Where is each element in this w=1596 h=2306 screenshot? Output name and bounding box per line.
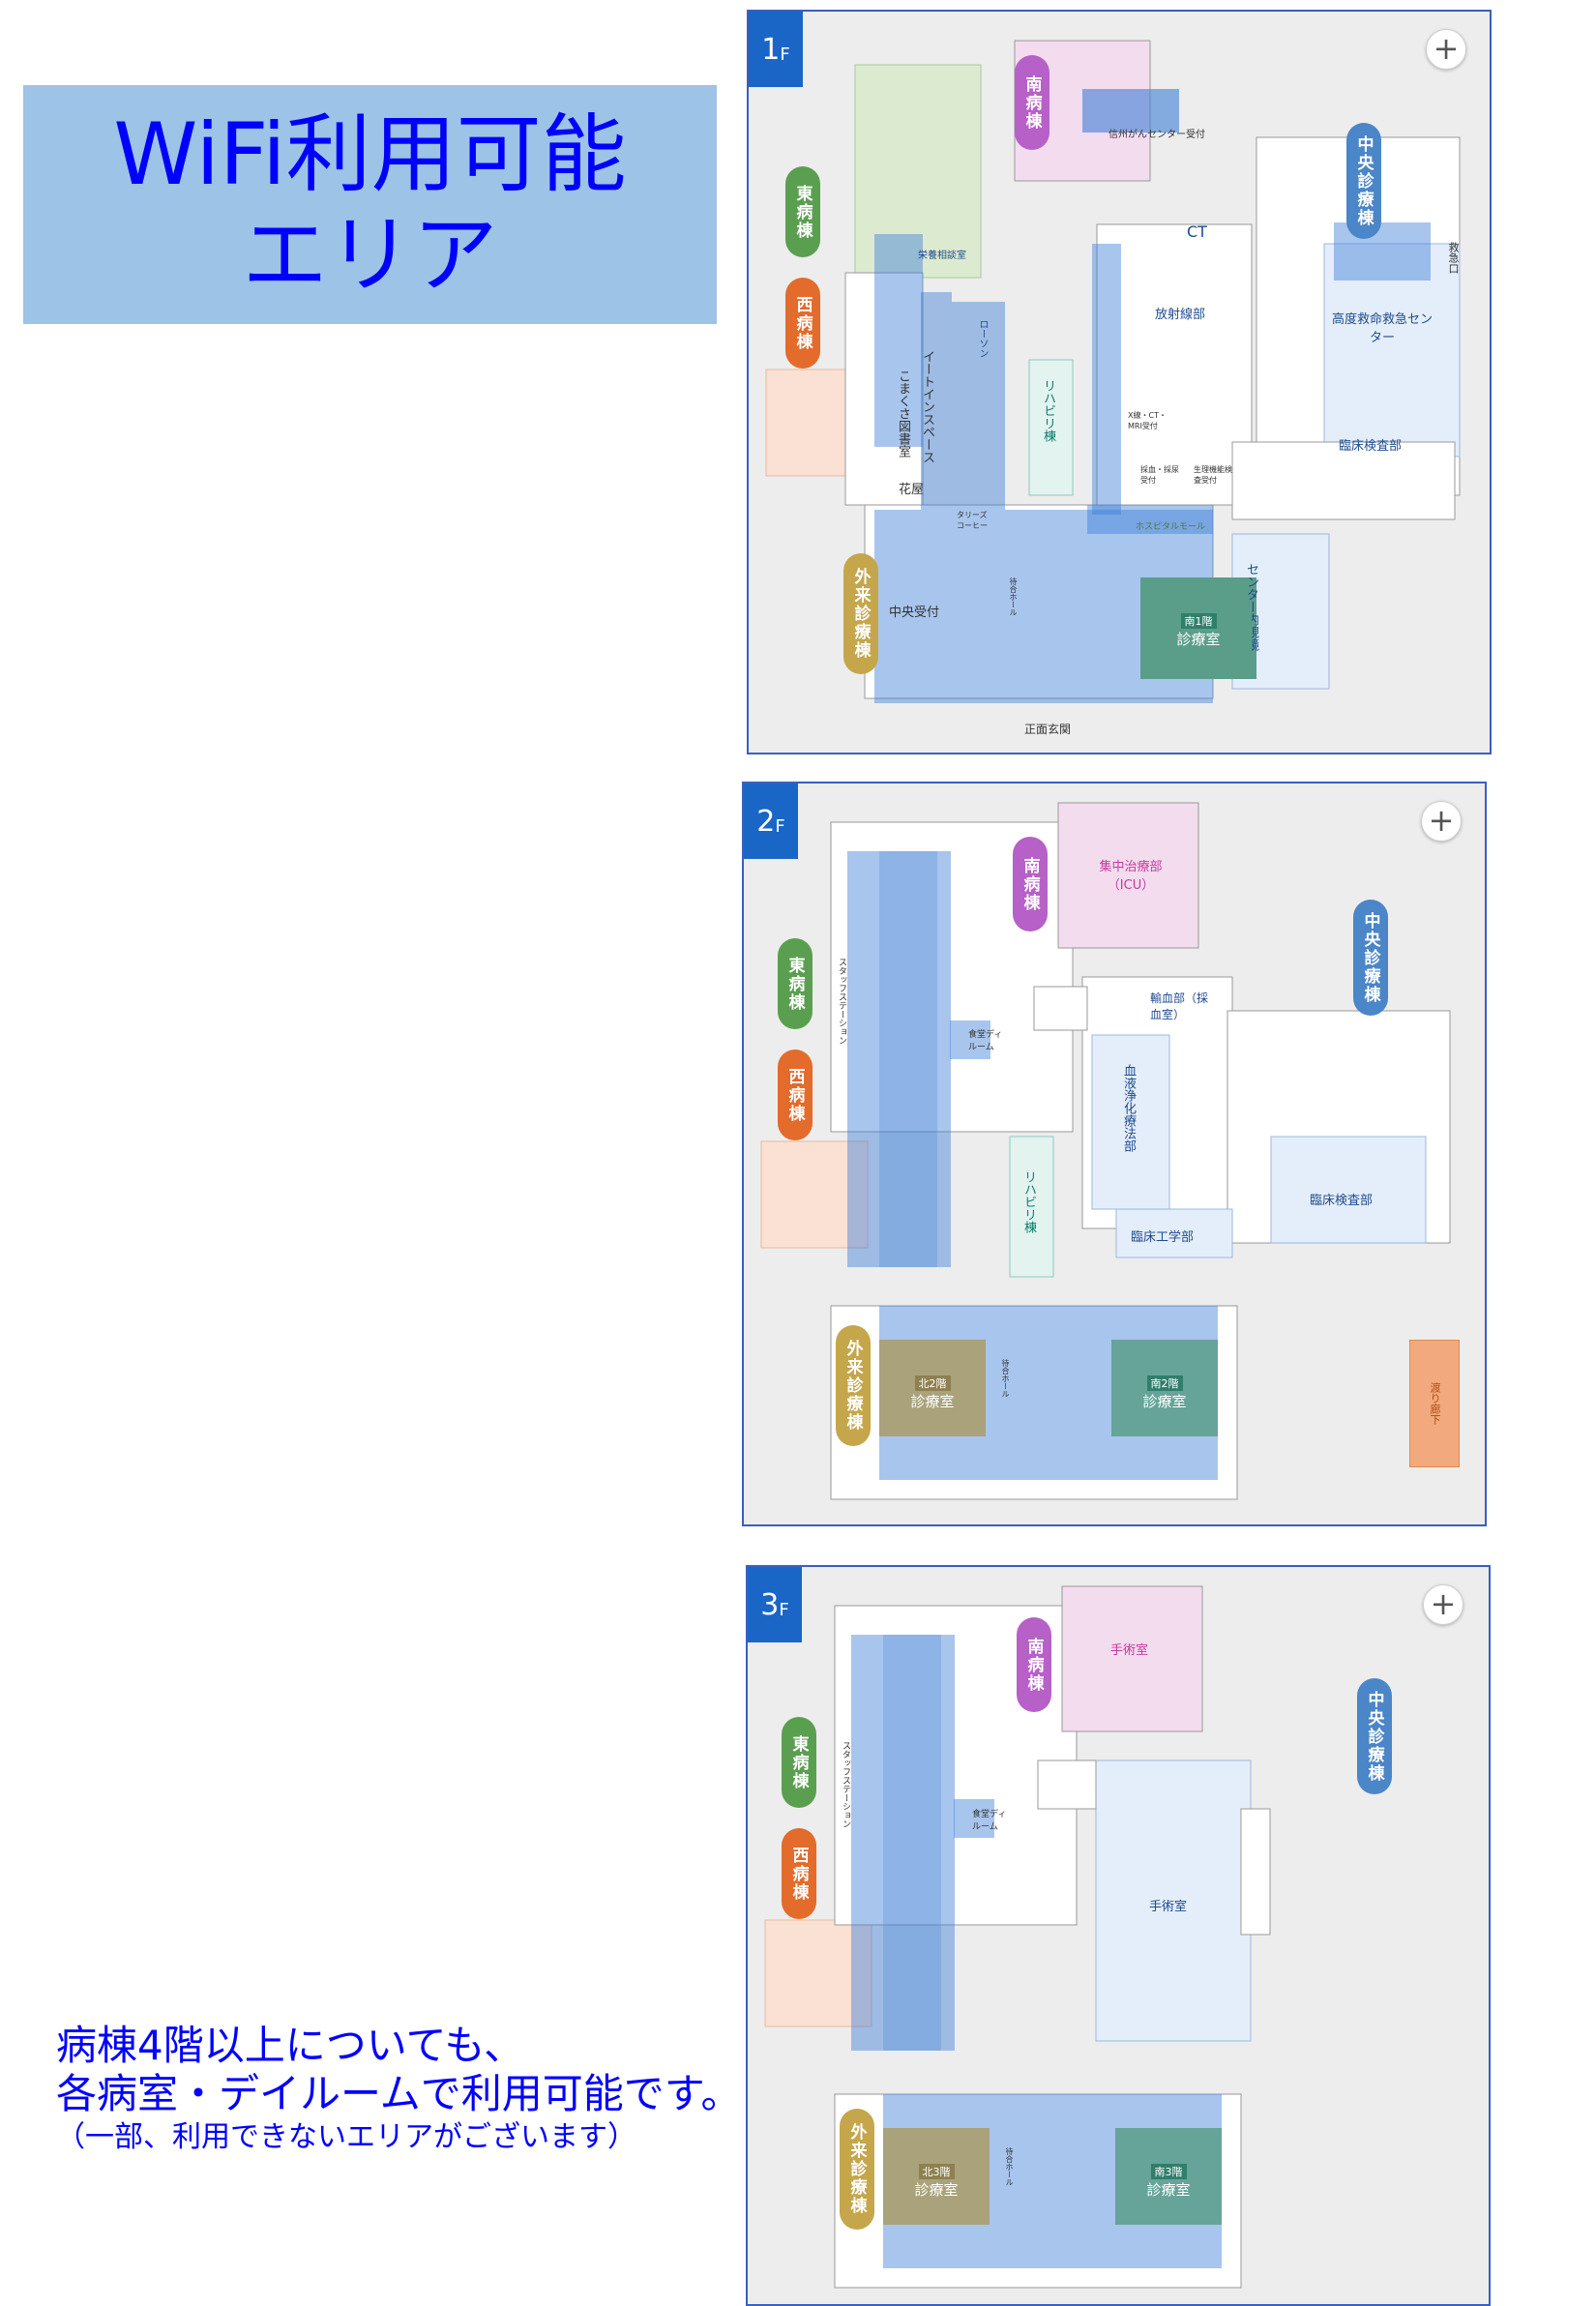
room-physio: 生理機能検査受付 [1194, 465, 1232, 485]
building-outpatient-1f: 外来診療棟 [843, 553, 878, 674]
room-bridge: 渡り廊下 [1409, 1340, 1460, 1467]
room-waiting-1f: 待合ホール [1009, 577, 1018, 616]
room-north-clinic-2f: 北2階 診療室 [910, 1375, 955, 1410]
room-lawson: ローソン [977, 319, 988, 358]
room-staff-2f: スタッフステーション [837, 958, 846, 1045]
note-line-2: 各病室・デイルームで利用可能です。 [56, 2070, 742, 2117]
room-icu: 集中治療部（ICU） [1099, 860, 1163, 893]
title-box: WiFi利用可能 エリア [23, 85, 717, 324]
building-south-3f: 南病棟 [1017, 1617, 1051, 1712]
room-dayroom-3f: 食堂ディルーム [972, 1810, 1007, 1832]
room-ct: CT [1187, 222, 1207, 241]
room-transfusion: 輸血部（採血室） [1150, 991, 1209, 1021]
building-west-3f: 西病棟 [782, 1828, 816, 1919]
room-clinical-eng: 臨床工学部 [1131, 1230, 1195, 1245]
zoom-in-button[interactable]: + [1421, 801, 1462, 842]
zoom-in-button[interactable]: + [1426, 29, 1466, 70]
room-emergency: 高度救命救急センター [1331, 312, 1433, 345]
zoom-in-button[interactable]: + [1423, 1584, 1463, 1625]
room-library: こまくさ図書室 [896, 370, 910, 458]
room-surgery-south: 手術室 [1110, 1643, 1149, 1658]
building-outpatient-3f: 外来診療棟 [840, 2109, 874, 2230]
building-outpatient-2f: 外来診療棟 [836, 1325, 871, 1446]
room-blood: 採血・採尿受付 [1140, 465, 1179, 485]
room-central-reception: 中央受付 [889, 606, 940, 620]
room-clinical-lab-1f: 臨床検査部 [1339, 439, 1403, 454]
note: 病棟4階以上についても、 各病室・デイルームで利用可能です。 （一部、利用できな… [56, 2022, 742, 2157]
room-south-clinic-3f: 南3階 診療室 [1146, 2163, 1191, 2199]
building-central-3f: 中央診療棟 [1357, 1678, 1392, 1794]
room-rehab-1f: リハビリ棟 [1041, 379, 1055, 442]
room-staff-3f: スタッフステーション [841, 1741, 850, 1828]
building-central-1f: 中央診療棟 [1346, 123, 1381, 239]
room-cancer-center: 信州がんセンター受付 [1108, 130, 1205, 140]
room-tullys: タリーズコーヒー [957, 511, 988, 530]
room-nutrition: 栄養相談室 [918, 251, 966, 261]
room-north-clinic-3f: 北3階 診療室 [914, 2163, 959, 2199]
room-clinic-1f: 南1階 診療室 [1145, 602, 1252, 660]
room-clinical-lab-2f: 臨床検査部 [1310, 1194, 1374, 1208]
room-xray: X線・CT・MRI受付 [1128, 411, 1167, 430]
room-flower: 花屋 [899, 483, 925, 497]
room-dialysis: 血液浄化療法部 [1121, 1064, 1136, 1152]
note-line-1: 病棟4階以上についても、 [56, 2022, 525, 2069]
room-hospital-mall: ホスピタルモール [1136, 522, 1206, 532]
room-surgery-main: 手術室 [1149, 1900, 1188, 1914]
room-radiology: 放射線部 [1155, 308, 1206, 322]
building-east-2f: 東病棟 [778, 938, 813, 1029]
room-waiting-3f: 待合ホール [1005, 2147, 1014, 2186]
building-central-2f: 中央診療棟 [1353, 900, 1388, 1016]
building-east-3f: 東病棟 [782, 1717, 816, 1808]
building-west-1f: 西病棟 [785, 278, 820, 369]
room-rehab-2f: リハビリ棟 [1021, 1170, 1036, 1233]
note-line-3: （一部、利用できないエリアがございます） [56, 2120, 636, 2154]
room-main-entrance: 正面玄関 [1024, 723, 1072, 736]
building-west-2f: 西病棟 [778, 1050, 813, 1140]
room-emergency-exit: 救急口 [1447, 242, 1460, 274]
floor-plan-2f [744, 783, 1485, 1524]
title-line-1: WiFi利用可能 [113, 103, 627, 204]
room-eat-in: イートインスペース [920, 350, 934, 463]
title-line-2: エリア [242, 204, 498, 305]
building-south-2f: 南病棟 [1013, 837, 1048, 931]
building-south-1f: 南病棟 [1015, 55, 1049, 150]
room-dayroom-2f: 食堂ディルーム [968, 1030, 1003, 1052]
room-south-clinic-2f: 南2階 診療室 [1142, 1375, 1187, 1410]
building-east-1f: 東病棟 [785, 166, 820, 257]
room-waiting-2f: 待合ホール [1001, 1359, 1010, 1398]
